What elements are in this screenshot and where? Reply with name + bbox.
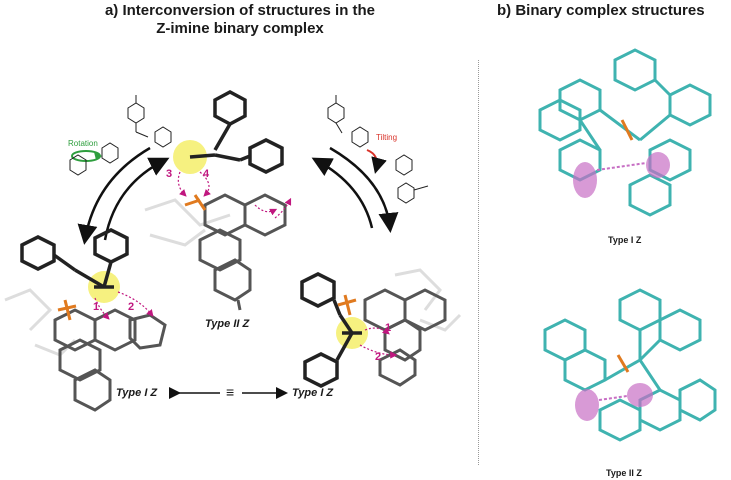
tilting-icon	[366, 149, 387, 174]
label-type2-top: Type II Z	[205, 318, 250, 330]
label-b-type1: Type I Z	[608, 235, 642, 245]
model-type2-highlights	[575, 354, 653, 421]
equiv-symbol: ≡	[226, 384, 235, 400]
marker-left-1: 1	[93, 301, 100, 313]
tilting-label: Tilting	[376, 133, 398, 142]
arrow-left-up	[103, 157, 170, 241]
panel-a-title: a) Interconversion of structures in the …	[60, 2, 420, 38]
label-type1-right: Type I Z	[292, 387, 334, 399]
arrow-right-down	[329, 146, 399, 233]
panel-a-title-line2: Z-imine binary complex	[156, 20, 324, 37]
imine-sketch-tilting	[327, 95, 429, 204]
interconversion-arrows	[77, 146, 399, 245]
panel-b-title: b) Binary complex structures	[497, 2, 705, 19]
marker-right-2: 2	[375, 351, 382, 363]
model-type1-highlights	[573, 119, 670, 198]
arrow-right-up	[311, 157, 374, 229]
imine-sketch-rotation	[69, 95, 172, 176]
panel-a-title-line1: a) Interconversion of structures in the	[104, 2, 376, 19]
arrow-left-down	[77, 146, 151, 245]
marker-right-1: 1	[385, 322, 392, 334]
molecule-type1-right	[300, 268, 462, 388]
marker-top-3: 3	[166, 168, 173, 180]
label-b-type2: Type II Z	[606, 468, 642, 478]
molecule-type1-left	[4, 228, 167, 412]
model-type1	[538, 48, 712, 217]
rotation-label: Rotation	[68, 139, 98, 148]
marker-left-2: 2	[128, 301, 135, 313]
molecule-type2-top	[144, 90, 292, 311]
panel-divider	[478, 60, 479, 465]
model-type2	[543, 288, 717, 442]
marker-top-4: 4	[203, 168, 210, 180]
label-type1-left: Type I Z	[116, 387, 158, 399]
